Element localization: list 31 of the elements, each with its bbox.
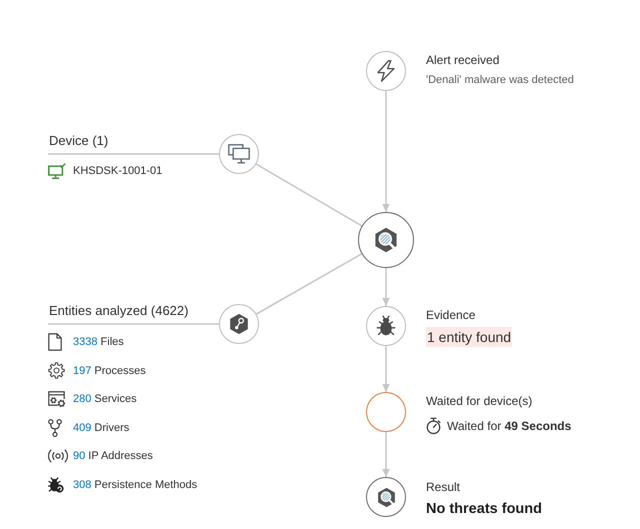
step-circle [366,477,406,517]
section-heading: Device (1) [49,132,108,149]
connector-line [48,153,219,155]
connector-line [256,253,362,315]
step-title: Waited for device(s) [426,394,532,408]
arrow [382,432,390,477]
step-title: Result [426,480,460,494]
step-circle [366,392,406,432]
connector-line [48,323,219,325]
highlighted-result: 1 entity found [426,327,512,347]
step-circle [219,304,259,344]
connector-line [256,163,362,226]
device-name: KHSDSK-1001-01 [73,164,162,178]
step-detail: No threats found [426,500,542,518]
step-detail: Waited for 49 Seconds [447,418,572,434]
step-circle [366,51,406,91]
step-circle [219,134,259,174]
step-title: Alert received [426,52,500,68]
step-title: Evidence [426,308,476,322]
step-detail: 'Denali' malware was detected [426,73,574,87]
arrow [382,91,390,212]
arrow [382,268,390,306]
entity-count: 308 Persistence Methods [73,478,198,492]
section-heading: Entities analyzed (4622) [49,302,188,319]
entity-count: 197 Processes [73,364,146,378]
entity-count: 90 IP Addresses [73,449,153,464]
step-circle [366,306,406,346]
entity-count: 280 Services [73,392,137,406]
arrow [382,346,390,392]
entity-count: 3338 Files [73,335,124,349]
entity-count: 409 Drivers [73,420,130,435]
